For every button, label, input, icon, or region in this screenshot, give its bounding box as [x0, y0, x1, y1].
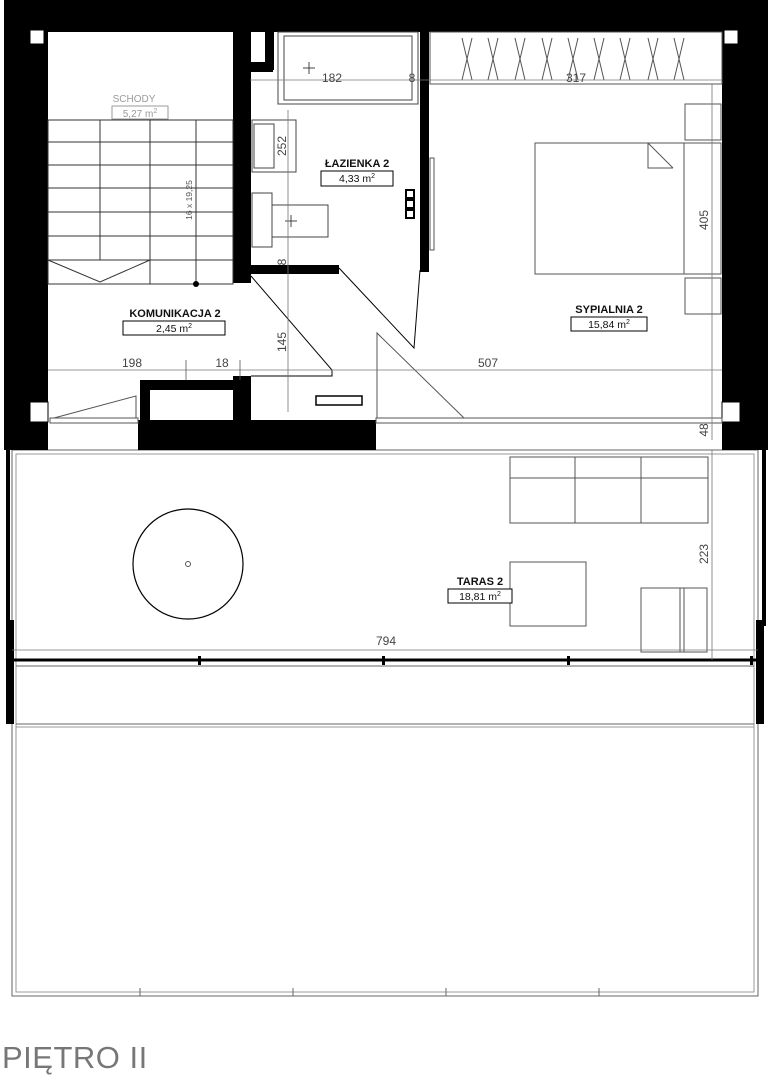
- dim-18: 18: [215, 356, 229, 370]
- bed: [534, 103, 722, 315]
- dim-405: 405: [697, 210, 711, 230]
- hall-door-swing: [250, 275, 333, 377]
- dim-8-mid: 8: [275, 258, 289, 265]
- dimension-lines: [12, 79, 758, 660]
- bedroom-door-swing: [376, 331, 465, 419]
- area-box-sypialnia: [570, 316, 648, 332]
- dim-145: 145: [275, 332, 289, 352]
- area-box-schody: [111, 105, 169, 120]
- bottom-edge-ticks: [139, 988, 600, 996]
- area-box-taras: [447, 588, 513, 604]
- area-sypialnia: 15,84 m2: [588, 319, 630, 331]
- area-taras: 18,81 m2: [459, 591, 501, 603]
- bathroom-door-swing: [338, 267, 421, 350]
- interior-walls: [140, 30, 429, 422]
- dim-507: 507: [478, 356, 498, 370]
- area-box-komunikacja: [122, 320, 226, 336]
- staircase: [47, 119, 234, 285]
- railing-ticks: [198, 656, 753, 665]
- room-name-lazienka: ŁAZIENKA 2: [325, 158, 389, 170]
- terrace-sofa: [509, 456, 709, 653]
- toilet: [251, 192, 329, 248]
- room-name-schody: SCHODY: [113, 94, 156, 105]
- dim-317: 317: [566, 71, 586, 85]
- area-box-lazienka: [320, 170, 394, 187]
- wall-notches: [29, 29, 741, 423]
- dim-182: 182: [322, 71, 342, 85]
- dim-48: 48: [697, 423, 711, 437]
- area-komunikacja: 2,45 m2: [156, 323, 192, 335]
- radiator: [405, 189, 415, 219]
- area-schody: 5,27 m2: [123, 108, 158, 120]
- stair-door-swing: [53, 395, 137, 419]
- dim-794: 794: [376, 634, 396, 648]
- floor-label: PIĘTRO II: [2, 1040, 148, 1075]
- dim-252: 252: [275, 136, 289, 156]
- area-lazienka: 4,33 m2: [339, 173, 375, 185]
- room-name-taras: TARAS 2: [457, 576, 503, 588]
- room-name-komunikacja: KOMUNIKACJA 2: [129, 308, 220, 320]
- dim-198: 198: [122, 356, 142, 370]
- bathroom-door-panel: [429, 157, 435, 251]
- terrace-area: [11, 449, 759, 997]
- stair-arrow-dot: [193, 281, 199, 287]
- terrace-table-round: [132, 508, 244, 620]
- room-name-sypialnia: SYPIALNIA 2: [575, 304, 642, 316]
- sink: [251, 119, 297, 173]
- wardrobe: [429, 31, 723, 85]
- bathtub: [277, 31, 419, 105]
- exterior-walls: [4, 0, 768, 450]
- shelf-hall: [315, 395, 363, 406]
- dim-223: 223: [697, 544, 711, 564]
- window-sills: [49, 417, 723, 424]
- dim-8-top: 8: [409, 71, 416, 85]
- table-center: [185, 561, 191, 567]
- terrace-side-posts: [6, 450, 766, 724]
- stair-spec: 16 x 19,25: [184, 180, 194, 220]
